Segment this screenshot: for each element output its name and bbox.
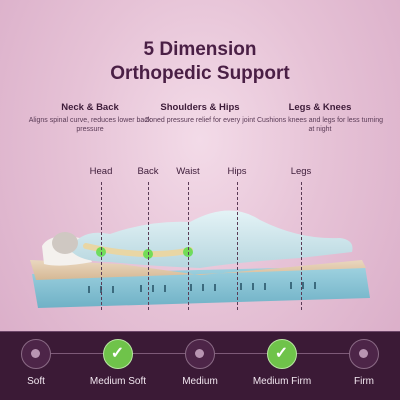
zone-label-legs: Legs xyxy=(290,166,312,177)
feature-neck-back: Neck & Back Aligns spinal curve, reduces… xyxy=(25,102,155,134)
zone-divider-back xyxy=(148,182,149,310)
firmness-option-label: Medium xyxy=(182,376,218,387)
zone-divider-head xyxy=(101,182,102,310)
feature-heading: Neck & Back xyxy=(61,102,119,113)
firmness-option-label: Firm xyxy=(354,376,374,387)
firmness-option-circle xyxy=(21,339,51,369)
unselected-dot-icon xyxy=(359,349,368,358)
sleeper-body xyxy=(70,210,353,268)
zone-divider-legs xyxy=(301,182,302,310)
feature-legs-knees: Legs & Knees Cushions knees and legs for… xyxy=(255,102,385,134)
firmness-option-label: Soft xyxy=(27,376,45,387)
mattress-comfort-layer xyxy=(30,260,366,280)
sleeper-head xyxy=(52,232,78,254)
zone-label-hips: Hips xyxy=(227,166,247,177)
feature-shoulders-hips: Shoulders & Hips Zoned pressure relief f… xyxy=(135,102,265,125)
firmness-option-circle: ✓ xyxy=(267,339,297,369)
firmness-option-label: Medium Firm xyxy=(252,376,312,387)
feature-heading: Legs & Knees xyxy=(288,102,352,113)
firmness-scale: Soft ✓ Medium Soft Medium ✓ Medium Firm … xyxy=(0,331,400,400)
firmness-option-medium[interactable]: Medium xyxy=(160,331,240,400)
unselected-dot-icon xyxy=(195,349,204,358)
firmness-option-circle xyxy=(185,339,215,369)
zone-label-head: Head xyxy=(89,166,113,177)
firmness-option-medium-firm[interactable]: ✓ Medium Firm xyxy=(242,331,322,400)
headline-line-1: 5 Dimension xyxy=(143,39,257,60)
firmness-option-circle xyxy=(349,339,379,369)
unselected-dot-icon xyxy=(31,349,40,358)
zone-label-waist: Waist xyxy=(176,166,200,177)
zone-divider-waist xyxy=(188,182,189,310)
headline-line-2: Orthopedic Support xyxy=(110,63,290,84)
firmness-option-label: Medium Soft xyxy=(89,376,147,387)
zone-divider-hips xyxy=(237,182,238,310)
feature-description: Zoned pressure relief for every joint xyxy=(144,117,256,124)
firmness-option-circle: ✓ xyxy=(103,339,133,369)
checkmark-icon: ✓ xyxy=(110,345,125,362)
feature-description: Aligns spinal curve, reduces lower back … xyxy=(28,117,152,133)
feature-heading: Shoulders & Hips xyxy=(160,102,240,113)
firmness-option-soft[interactable]: Soft xyxy=(0,331,76,400)
mattress-illustration xyxy=(30,210,370,308)
firmness-option-firm[interactable]: Firm xyxy=(324,331,400,400)
firmness-option-medium-soft[interactable]: ✓ Medium Soft xyxy=(78,331,158,400)
feature-description: Cushions knees and legs for less turning… xyxy=(256,117,384,133)
zone-label-back: Back xyxy=(137,166,159,177)
checkmark-icon: ✓ xyxy=(274,345,289,362)
